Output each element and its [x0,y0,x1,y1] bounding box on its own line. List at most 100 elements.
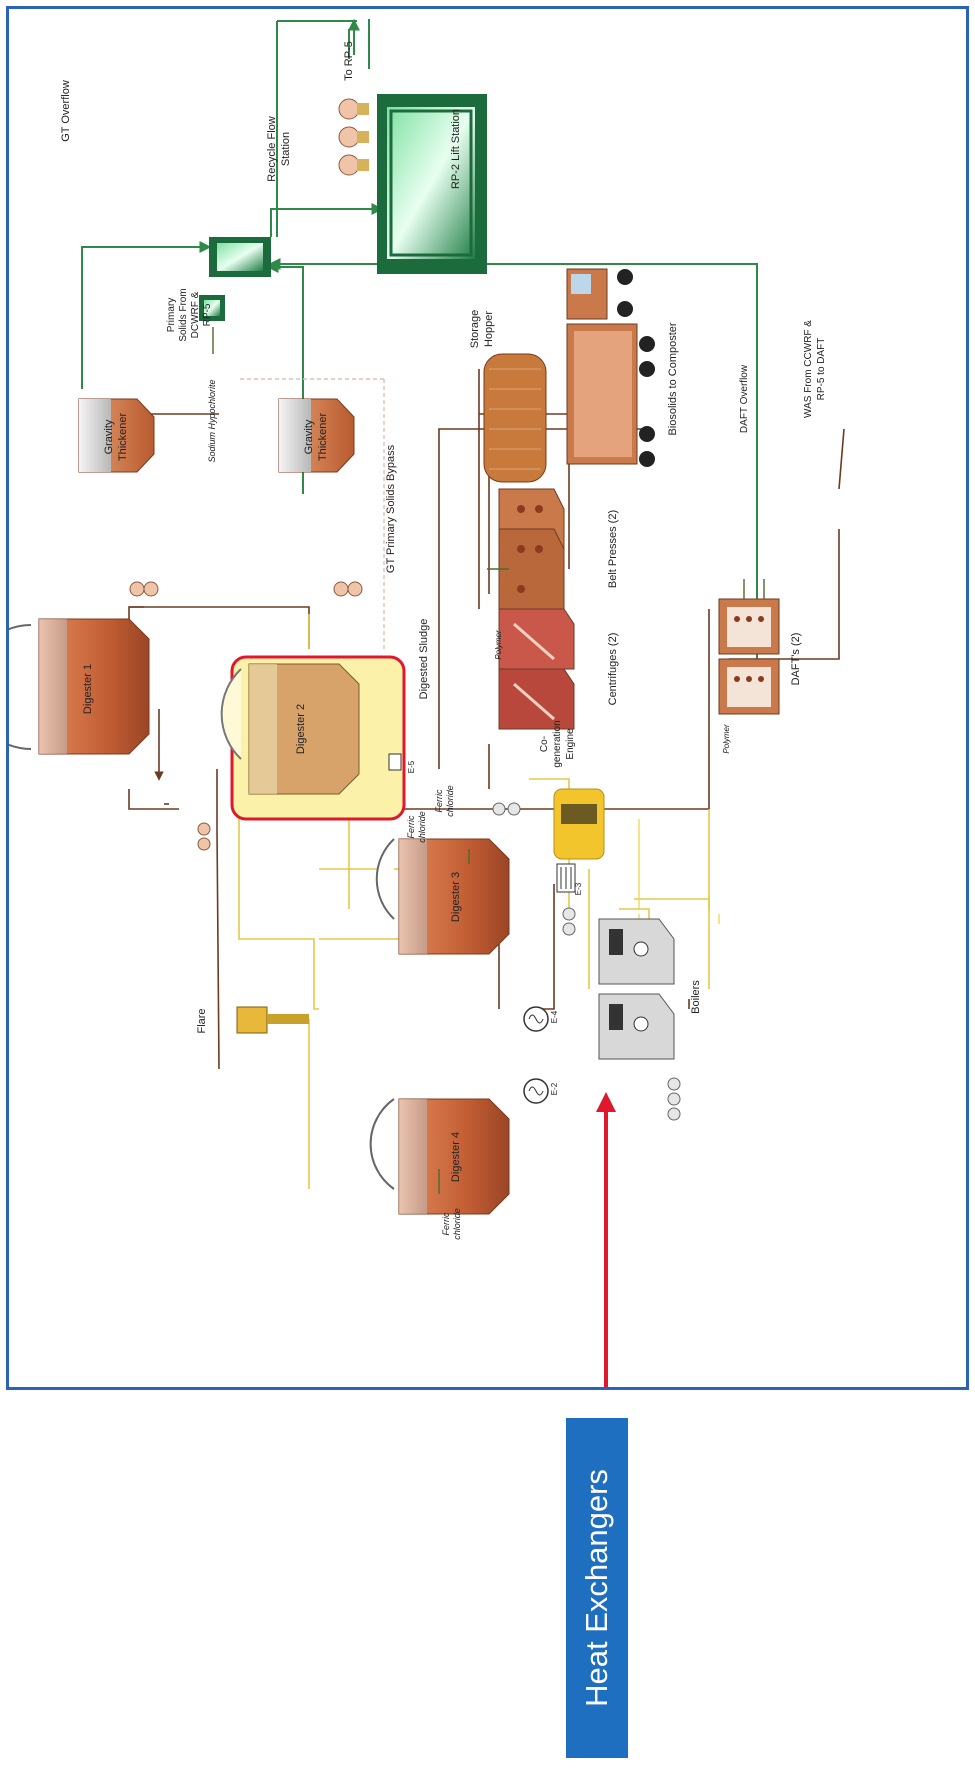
flare [236,1006,309,1034]
cogeneration-engine [553,788,605,860]
label-gt-primary-solids-bypass: GT Primary Solids Bypass [385,444,397,573]
lift-station-pumps [338,98,369,176]
callout-label: Heat Exchangers [579,1469,614,1707]
svg-text:Centrifuges (2): Centrifuges (2) [607,633,619,706]
digester-2-tank [220,663,360,795]
svg-text:Co-: Co- [539,736,550,752]
e2-exchanger [523,1078,549,1104]
label-e5: E-5 [407,760,416,773]
label-sodium-hypochlorite: Sodium Hypochlorite [207,379,217,462]
svg-text:Belt Presses (2): Belt Presses (2) [607,510,619,588]
label-digester-1: Digester 1 [82,664,94,714]
label-storage-hopper: Storage Hopper [469,310,495,349]
heat-exchanger-arrowhead [596,1092,616,1112]
chemical-feed-arrows [212,327,765,1194]
svg-text:chloride: chloride [445,785,455,817]
svg-text:Thickener: Thickener [317,413,329,462]
digester-1-tank [9,618,150,755]
svg-text:RP-5: RP-5 [202,303,213,326]
svg-text:DAFT's (2): DAFT's (2) [790,633,802,686]
label-ferric-chloride-upper: Ferric chloride [434,785,455,817]
svg-text:E-3: E-3 [574,882,583,895]
svg-text:Digester 3: Digester 3 [450,872,462,922]
centrifuges [498,608,575,730]
svg-text:RP-2 Lift Station: RP-2 Lift Station [450,109,462,189]
heat-exchangers-callout: Heat Exchangers [566,1418,628,1758]
svg-text:Station: Station [280,132,292,166]
label-flare: Flare [196,1008,208,1033]
label-was: WAS From CCWRF & RP-5 to DAFT [803,320,827,418]
label-digester-2: Digester 2 [295,704,307,754]
svg-text:GT Primary Solids Bypass: GT Primary Solids Bypass [385,444,397,573]
svg-text:Solids From: Solids From [178,288,189,341]
svg-text:Biosolids to Composter: Biosolids to Composter [667,322,679,435]
label-e4: E-4 [550,1010,559,1023]
rp2-lift-station [377,94,487,274]
label-biosolids-composter: Biosolids to Composter [667,322,679,435]
digester-3-tank [375,838,510,955]
yellow-accent-lines [638,819,720,924]
svg-text:E-5: E-5 [407,760,416,773]
thickener-pumps [129,581,363,597]
label-ferric-chloride-d3: Ferric chloride [406,811,427,843]
gravity-thickener-top [78,398,155,473]
label-cogeneration: Co- generation Engine [539,720,576,767]
label-ferric-chloride-d4: Ferric chloride [441,1208,462,1240]
svg-text:To RP-5: To RP-5 [343,41,355,81]
svg-text:Digester 2: Digester 2 [295,704,307,754]
label-gravity-thickener-top: Gravity Thickener [103,413,129,462]
svg-text:GT Overflow: GT Overflow [60,80,72,142]
label-gt-overflow: GT Overflow [60,80,72,142]
e3-exchanger [556,863,576,893]
gt-bypass-line [239,378,385,649]
svg-text:E-4: E-4 [550,1010,559,1023]
svg-text:DAFT Overflow: DAFT Overflow [739,364,750,433]
misc-pumps [197,802,681,1121]
label-boilers: Boilers [690,980,702,1014]
svg-text:Digested Sludge: Digested Sludge [418,619,430,700]
label-centrifuges: Centrifuges (2) [607,633,619,706]
label-e3: E-3 [574,882,583,895]
label-daft-overflow: DAFT Overflow [739,364,750,433]
sludge-lines [108,369,845,1070]
svg-text:Polymer: Polymer [722,724,731,754]
svg-text:RP-5 to DAFT: RP-5 to DAFT [816,338,827,401]
label-digested-sludge: Digested Sludge [418,619,430,700]
svg-text:Ferric: Ferric [434,789,444,812]
label-recycle-flow-station: Recycle Flow Station [266,116,292,181]
svg-text:E-2: E-2 [550,1082,559,1095]
label-to-rp5: To RP-5 [343,41,355,81]
svg-text:Digester 1: Digester 1 [82,664,94,714]
label-polymer-centrifuge: Polymer [494,630,503,660]
svg-text:Digester 4: Digester 4 [450,1132,462,1182]
diagram-frame [6,6,969,1390]
label-rp2-lift-station: RP-2 Lift Station [450,109,462,189]
svg-text:Boilers: Boilers [690,980,702,1014]
svg-text:chloride: chloride [417,811,427,843]
svg-text:Sodium Hypochlorite: Sodium Hypochlorite [207,379,217,462]
storage-hopper [483,353,547,483]
dafts [718,598,780,715]
label-belt-presses: Belt Presses (2) [607,510,619,588]
label-digester-3: Digester 3 [450,872,462,922]
e5-exchanger [388,753,402,771]
label-gravity-thickener-bottom: Gravity Thickener [303,413,329,462]
primary-solids-box [199,295,225,321]
svg-text:chloride: chloride [452,1208,462,1240]
svg-text:Thickener: Thickener [117,413,129,462]
label-digester-4: Digester 4 [450,1132,462,1182]
label-e2: E-2 [550,1082,559,1095]
svg-text:Gravity: Gravity [303,419,315,454]
svg-text:Gravity: Gravity [103,419,115,454]
svg-text:Engine: Engine [565,728,576,760]
label-polymer-daft: Polymer [722,724,731,754]
svg-text:Recycle Flow: Recycle Flow [266,116,278,181]
svg-text:DCWRF &: DCWRF & [190,291,201,338]
process-diagram: To RP-5 Recycle Flow Station RP-2 Lift S… [9,18,845,1387]
digester-4-tank [369,1098,510,1215]
gravity-thickener-bottom [278,398,355,473]
svg-text:Storage: Storage [469,310,481,349]
boilers [598,918,675,1060]
svg-text:Ferric: Ferric [406,815,416,838]
e4-exchanger [523,1006,549,1032]
